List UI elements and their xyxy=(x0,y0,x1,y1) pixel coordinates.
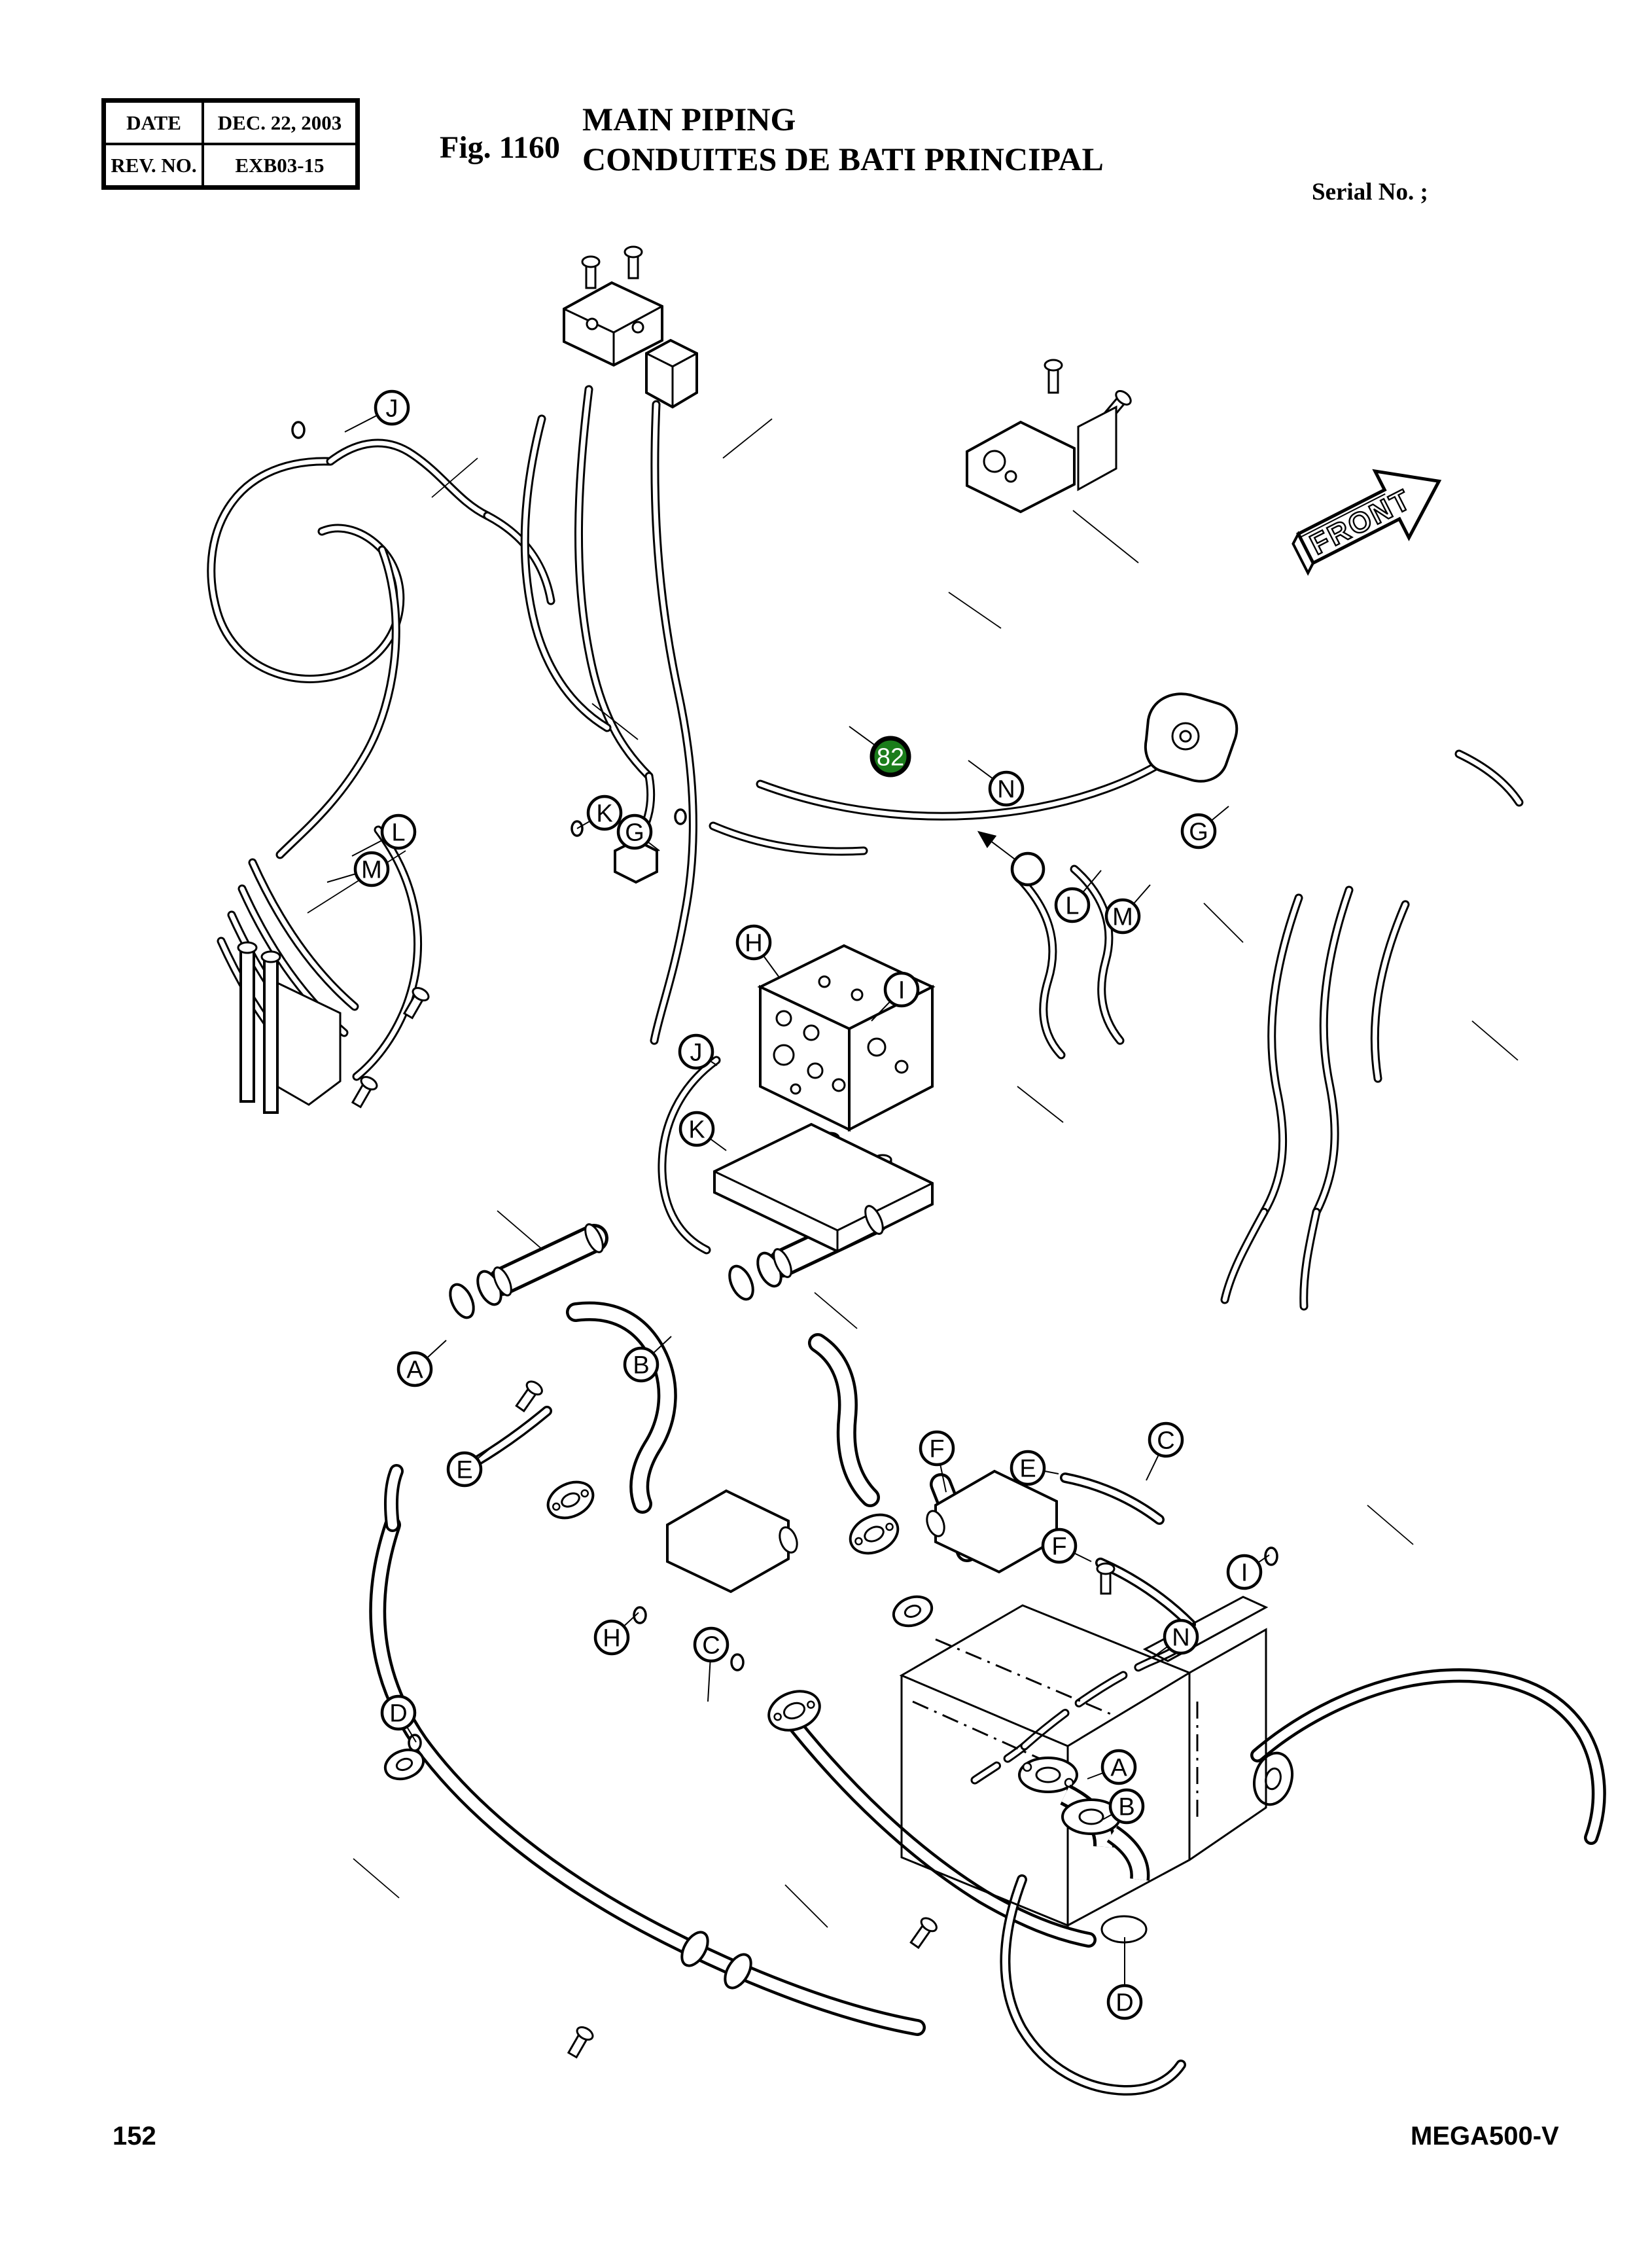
callout-n: N xyxy=(988,770,1025,807)
callout-i: I xyxy=(883,971,920,1008)
figure-number: Fig. 1160 xyxy=(440,130,561,165)
revision-table-date-value: DEC. 22, 2003 xyxy=(203,101,357,144)
callout-letter: B xyxy=(1118,1794,1134,1821)
callout-f: F xyxy=(919,1430,955,1467)
callout-a: A xyxy=(396,1351,433,1387)
callout-i: I xyxy=(1226,1554,1263,1590)
front-direction-arrow: FRONT xyxy=(1292,469,1442,576)
bolt-icon xyxy=(624,245,643,279)
callout-c: C xyxy=(693,1626,729,1663)
serial-number-label: Serial No. ; xyxy=(1312,179,1428,205)
hose-clamps xyxy=(449,1205,884,1990)
callout-letter: G xyxy=(625,819,644,847)
component-artwork xyxy=(237,245,1293,2059)
callout-g: G xyxy=(1180,813,1217,849)
flange xyxy=(892,1595,934,1628)
callout-c: C xyxy=(1148,1421,1184,1458)
callout-letter: C xyxy=(702,1632,720,1660)
tube-bundle-left xyxy=(237,941,342,1114)
callout-e: E xyxy=(1010,1450,1046,1486)
callout-f: F xyxy=(1041,1527,1078,1564)
page-number: 152 xyxy=(113,2122,156,2151)
leader-lines-decor xyxy=(307,418,1519,1928)
gear-pump-left xyxy=(666,1489,798,1594)
callout-letter: K xyxy=(596,800,612,828)
callout-letter: H xyxy=(603,1625,620,1652)
callout-m: M xyxy=(353,851,390,887)
unlabeled-callout-circle xyxy=(1010,851,1046,887)
callout-letter: L xyxy=(1065,893,1079,920)
page-title: MAIN PIPING CONDUITES DE BATI PRINCIPAL xyxy=(582,99,1104,179)
callout-h: H xyxy=(735,924,772,961)
gear-pump-mid xyxy=(892,1469,1058,1628)
callout-h: H xyxy=(593,1619,630,1656)
flanges xyxy=(383,1480,1293,1806)
callout-letter: F xyxy=(1051,1533,1066,1561)
page-title-french: CONDUITES DE BATI PRINCIPAL xyxy=(582,141,1104,177)
callout-letter: N xyxy=(1172,1624,1189,1652)
callout-k: K xyxy=(586,795,623,831)
callout-m: M xyxy=(1104,898,1141,935)
callout-d: D xyxy=(380,1694,417,1731)
callout-letter: I xyxy=(898,977,905,1005)
callout-n: N xyxy=(1163,1618,1199,1655)
callout-e: E xyxy=(446,1451,483,1488)
callout-j: J xyxy=(678,1033,714,1070)
bolt-icon xyxy=(581,255,601,289)
callout-letter: J xyxy=(386,395,398,423)
revision-table-rev-label: REV. NO. xyxy=(105,144,203,187)
callout-d: D xyxy=(1106,1984,1143,2020)
callout-letter: B xyxy=(633,1352,649,1380)
callout-letter: L xyxy=(391,819,405,847)
callout-letter: M xyxy=(1112,904,1133,931)
callout-letter: C xyxy=(1157,1427,1174,1455)
callout-letter: J xyxy=(690,1039,703,1067)
callout-letter: K xyxy=(688,1116,705,1144)
revision-table-rev-value: EXB03-15 xyxy=(203,144,357,187)
o-rings xyxy=(291,421,1278,1752)
callout-l: L xyxy=(1054,887,1091,923)
callout-letter: E xyxy=(1019,1455,1036,1483)
callout-letter: F xyxy=(929,1436,944,1463)
hose-artwork xyxy=(207,385,1606,2096)
callout-letter: A xyxy=(1110,1755,1127,1782)
hydraulic-tank-box xyxy=(899,1596,1269,1944)
fastener-bolts xyxy=(351,987,1116,2059)
revision-table-date-label: DATE xyxy=(105,101,203,144)
callout-k: K xyxy=(678,1111,715,1147)
callout-b: B xyxy=(623,1346,659,1383)
callout-g: G xyxy=(616,813,653,850)
callout-letter: G xyxy=(1189,819,1208,846)
callout-a: A xyxy=(1100,1749,1137,1785)
valve-block xyxy=(645,338,698,409)
callout-letter: D xyxy=(389,1700,407,1728)
pump-right xyxy=(1144,692,1239,783)
central-manifold xyxy=(757,944,936,1132)
callout-letter: I xyxy=(1241,1560,1248,1587)
callout-l: L xyxy=(380,813,417,850)
bolt-icon xyxy=(1044,359,1063,394)
callout-letter: H xyxy=(745,930,762,957)
callout-b: B xyxy=(1108,1788,1145,1825)
callout-letter: D xyxy=(1116,1990,1133,2017)
callout-letter: N xyxy=(997,776,1015,804)
highlight-badge-82: 82 xyxy=(870,736,911,777)
motor-block xyxy=(966,359,1132,514)
highlight-badge-label: 82 xyxy=(877,744,904,772)
callout-letter: E xyxy=(456,1457,472,1484)
callout-letter: A xyxy=(406,1357,423,1384)
mounting-bracket xyxy=(713,1122,934,1253)
page-title-english: MAIN PIPING xyxy=(582,101,796,137)
top-manifold-block xyxy=(563,245,663,367)
callout-letter: M xyxy=(361,857,382,884)
highlight-badge-layer: 82 xyxy=(849,726,911,777)
model-code: MEGA500-V xyxy=(1411,2122,1559,2151)
revision-table: DATE DEC. 22, 2003 REV. NO. EXB03-15 xyxy=(101,98,360,190)
callout-j: J xyxy=(374,389,410,426)
